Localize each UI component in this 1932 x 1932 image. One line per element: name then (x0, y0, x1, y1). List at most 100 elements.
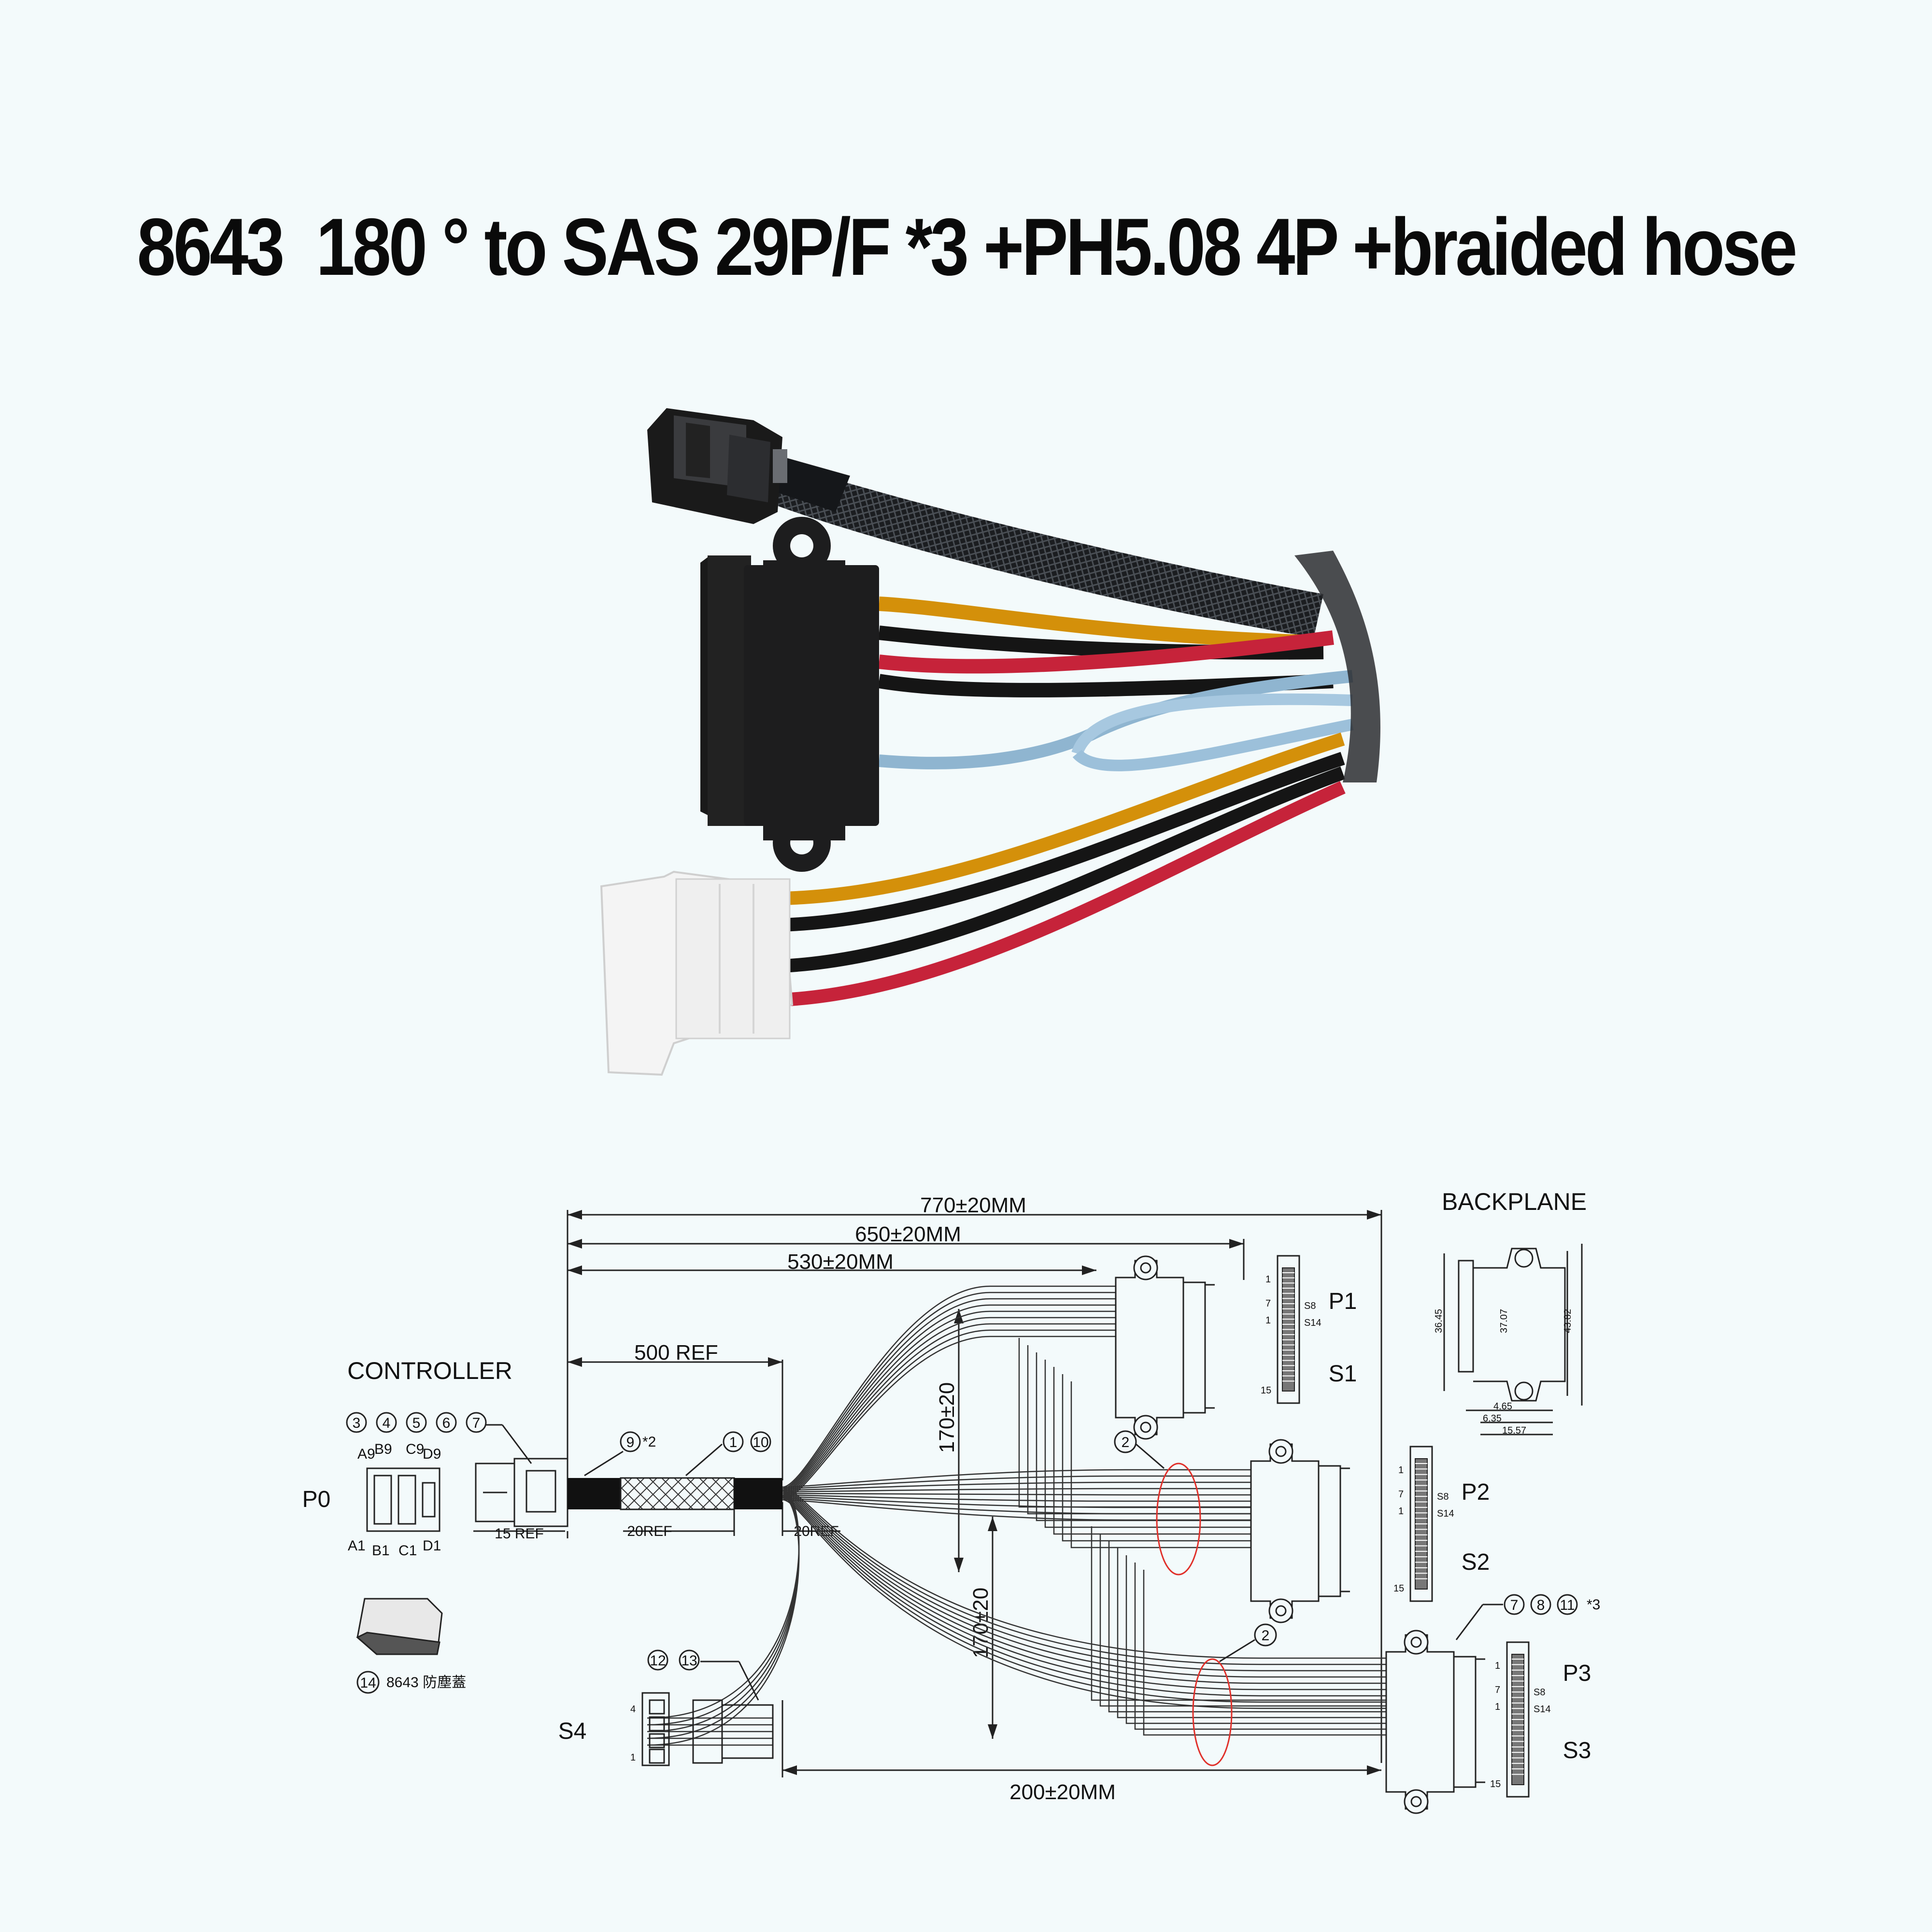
bp-h2: 37.07 (1499, 1309, 1509, 1333)
svg-text:S14: S14 (1304, 1318, 1321, 1328)
controller-callout-5: 5 (406, 1412, 427, 1433)
s1-label: S1 (1329, 1361, 1357, 1387)
s4-pin-top: 4 (630, 1704, 636, 1715)
svg-text:11: 11 (1560, 1597, 1575, 1613)
s3-label: S3 (1563, 1738, 1591, 1763)
dim-braid: 500 REF (634, 1341, 718, 1364)
bp-h3: 43.82 (1563, 1309, 1573, 1333)
sata-connector-s1 (1115, 1255, 1215, 1440)
svg-text:14: 14 (360, 1675, 376, 1691)
twist-callout-1: 2 (1114, 1430, 1165, 1469)
svg-text:7: 7 (1510, 1597, 1519, 1613)
svg-text:2: 2 (1122, 1435, 1130, 1450)
svg-text:3: 3 (353, 1415, 361, 1431)
s4-label: S4 (558, 1719, 587, 1744)
svg-text:7: 7 (1495, 1685, 1500, 1695)
sata-connector-s2 (1250, 1439, 1350, 1623)
svg-text:S8: S8 (1534, 1687, 1545, 1698)
fanout-wires (1018, 1338, 1386, 1736)
pin-c1: C1 (398, 1543, 417, 1559)
sata-callout-qty: *3 (1587, 1597, 1600, 1613)
svg-text:12: 12 (650, 1653, 666, 1669)
controller-callout-4: 4 (376, 1412, 397, 1433)
controller-port-face (366, 1467, 440, 1532)
dim-ref-left: 20REF (627, 1523, 672, 1539)
minisas-hd-connector (647, 408, 787, 524)
controller-callout-3: 3 (346, 1412, 367, 1433)
sata-connector-s3 (1385, 1630, 1485, 1814)
bundle-p2 (782, 1469, 1251, 1521)
svg-text:2: 2 (1262, 1628, 1270, 1644)
heat-shrink-left (568, 1478, 621, 1509)
svg-text:15: 15 (1261, 1385, 1271, 1396)
sata-connectors (1115, 1255, 1485, 1814)
svg-text:4: 4 (383, 1415, 391, 1431)
twist-callout-2: 2 (1219, 1623, 1277, 1662)
pin-d9: D9 (423, 1446, 441, 1462)
svg-text:1: 1 (1265, 1315, 1271, 1326)
sata-callout-8: 8 (1530, 1594, 1551, 1615)
svg-text:S14: S14 (1534, 1704, 1551, 1715)
controller-part-callouts: 3 4 5 6 7 (346, 1412, 532, 1464)
dim-total: 770±20MM (920, 1193, 1026, 1217)
braided-hose (768, 461, 1323, 638)
svg-text:8: 8 (1537, 1597, 1545, 1613)
pin-c9: C9 (406, 1441, 424, 1457)
dim-short: 530±20MM (787, 1250, 894, 1274)
braid-callout: 1 10 (685, 1431, 771, 1477)
braid-section (620, 1477, 735, 1510)
page-title: 8643 180 ° to SAS 29P/F *3 +PH5.08 4P +b… (137, 201, 1798, 292)
pin-b1: B1 (372, 1543, 390, 1559)
dim-vertical-1: 170±20 (935, 1382, 959, 1453)
svg-text:1: 1 (729, 1435, 738, 1450)
svg-text:9: 9 (626, 1435, 635, 1450)
pin-a1: A1 (348, 1538, 366, 1554)
pin-b9: B9 (374, 1441, 392, 1457)
bp-h1: 36.45 (1434, 1309, 1444, 1333)
svg-text:6: 6 (442, 1415, 451, 1431)
controller-label: CONTROLLER (347, 1357, 512, 1384)
p2-label: P2 (1462, 1479, 1490, 1505)
svg-text:*2: *2 (642, 1434, 656, 1450)
p1-label: P1 (1329, 1289, 1357, 1314)
svg-text:1: 1 (1398, 1465, 1404, 1476)
dust-cap-callout: 14 8643 防塵蓋 (356, 1671, 466, 1694)
controller-callout-6: 6 (436, 1412, 457, 1433)
dim-head: 15 REF (495, 1526, 544, 1542)
twist-marker-2 (1192, 1658, 1233, 1766)
pin-a9: A9 (357, 1446, 375, 1462)
p0-pin-labels: A9 B9 C9 D9 A1 B1 C1 D1 (348, 1441, 441, 1559)
svg-text:1: 1 (1398, 1506, 1404, 1517)
svg-text:S8: S8 (1437, 1492, 1449, 1502)
controller-callout-7: 7 (466, 1412, 487, 1433)
svg-text:S8: S8 (1304, 1301, 1316, 1311)
wire-bundles (647, 1285, 1386, 1746)
bp-w3: 15.57 (1502, 1425, 1526, 1436)
p3-label: P3 (1563, 1661, 1591, 1686)
bp-w1: 4.65 (1493, 1401, 1512, 1412)
twist-marker-1 (1156, 1463, 1201, 1576)
minisas-plug-drawing (475, 1458, 568, 1527)
svg-text:7: 7 (472, 1415, 481, 1431)
svg-text:7: 7 (1398, 1489, 1404, 1500)
bundle-s4 (647, 1489, 800, 1746)
svg-text:1: 1 (1265, 1274, 1271, 1285)
svg-text:15: 15 (1490, 1779, 1501, 1790)
dust-cap-text: 8643 防塵蓋 (386, 1675, 466, 1690)
svg-text:15: 15 (1393, 1583, 1404, 1594)
svg-text:7: 7 (1265, 1298, 1271, 1309)
s2-label: S2 (1462, 1549, 1490, 1575)
molex-4p-connector (600, 870, 794, 1076)
power-callout: 12 13 (647, 1649, 759, 1701)
power-connector-face (641, 1692, 670, 1766)
svg-text:S14: S14 (1437, 1508, 1454, 1519)
svg-text:13: 13 (681, 1653, 697, 1669)
s4-pin-bottom: 1 (630, 1752, 636, 1763)
sleeve-callout: 9 *2 (584, 1431, 656, 1477)
svg-text:1: 1 (1495, 1661, 1500, 1671)
svg-text:5: 5 (412, 1415, 421, 1431)
